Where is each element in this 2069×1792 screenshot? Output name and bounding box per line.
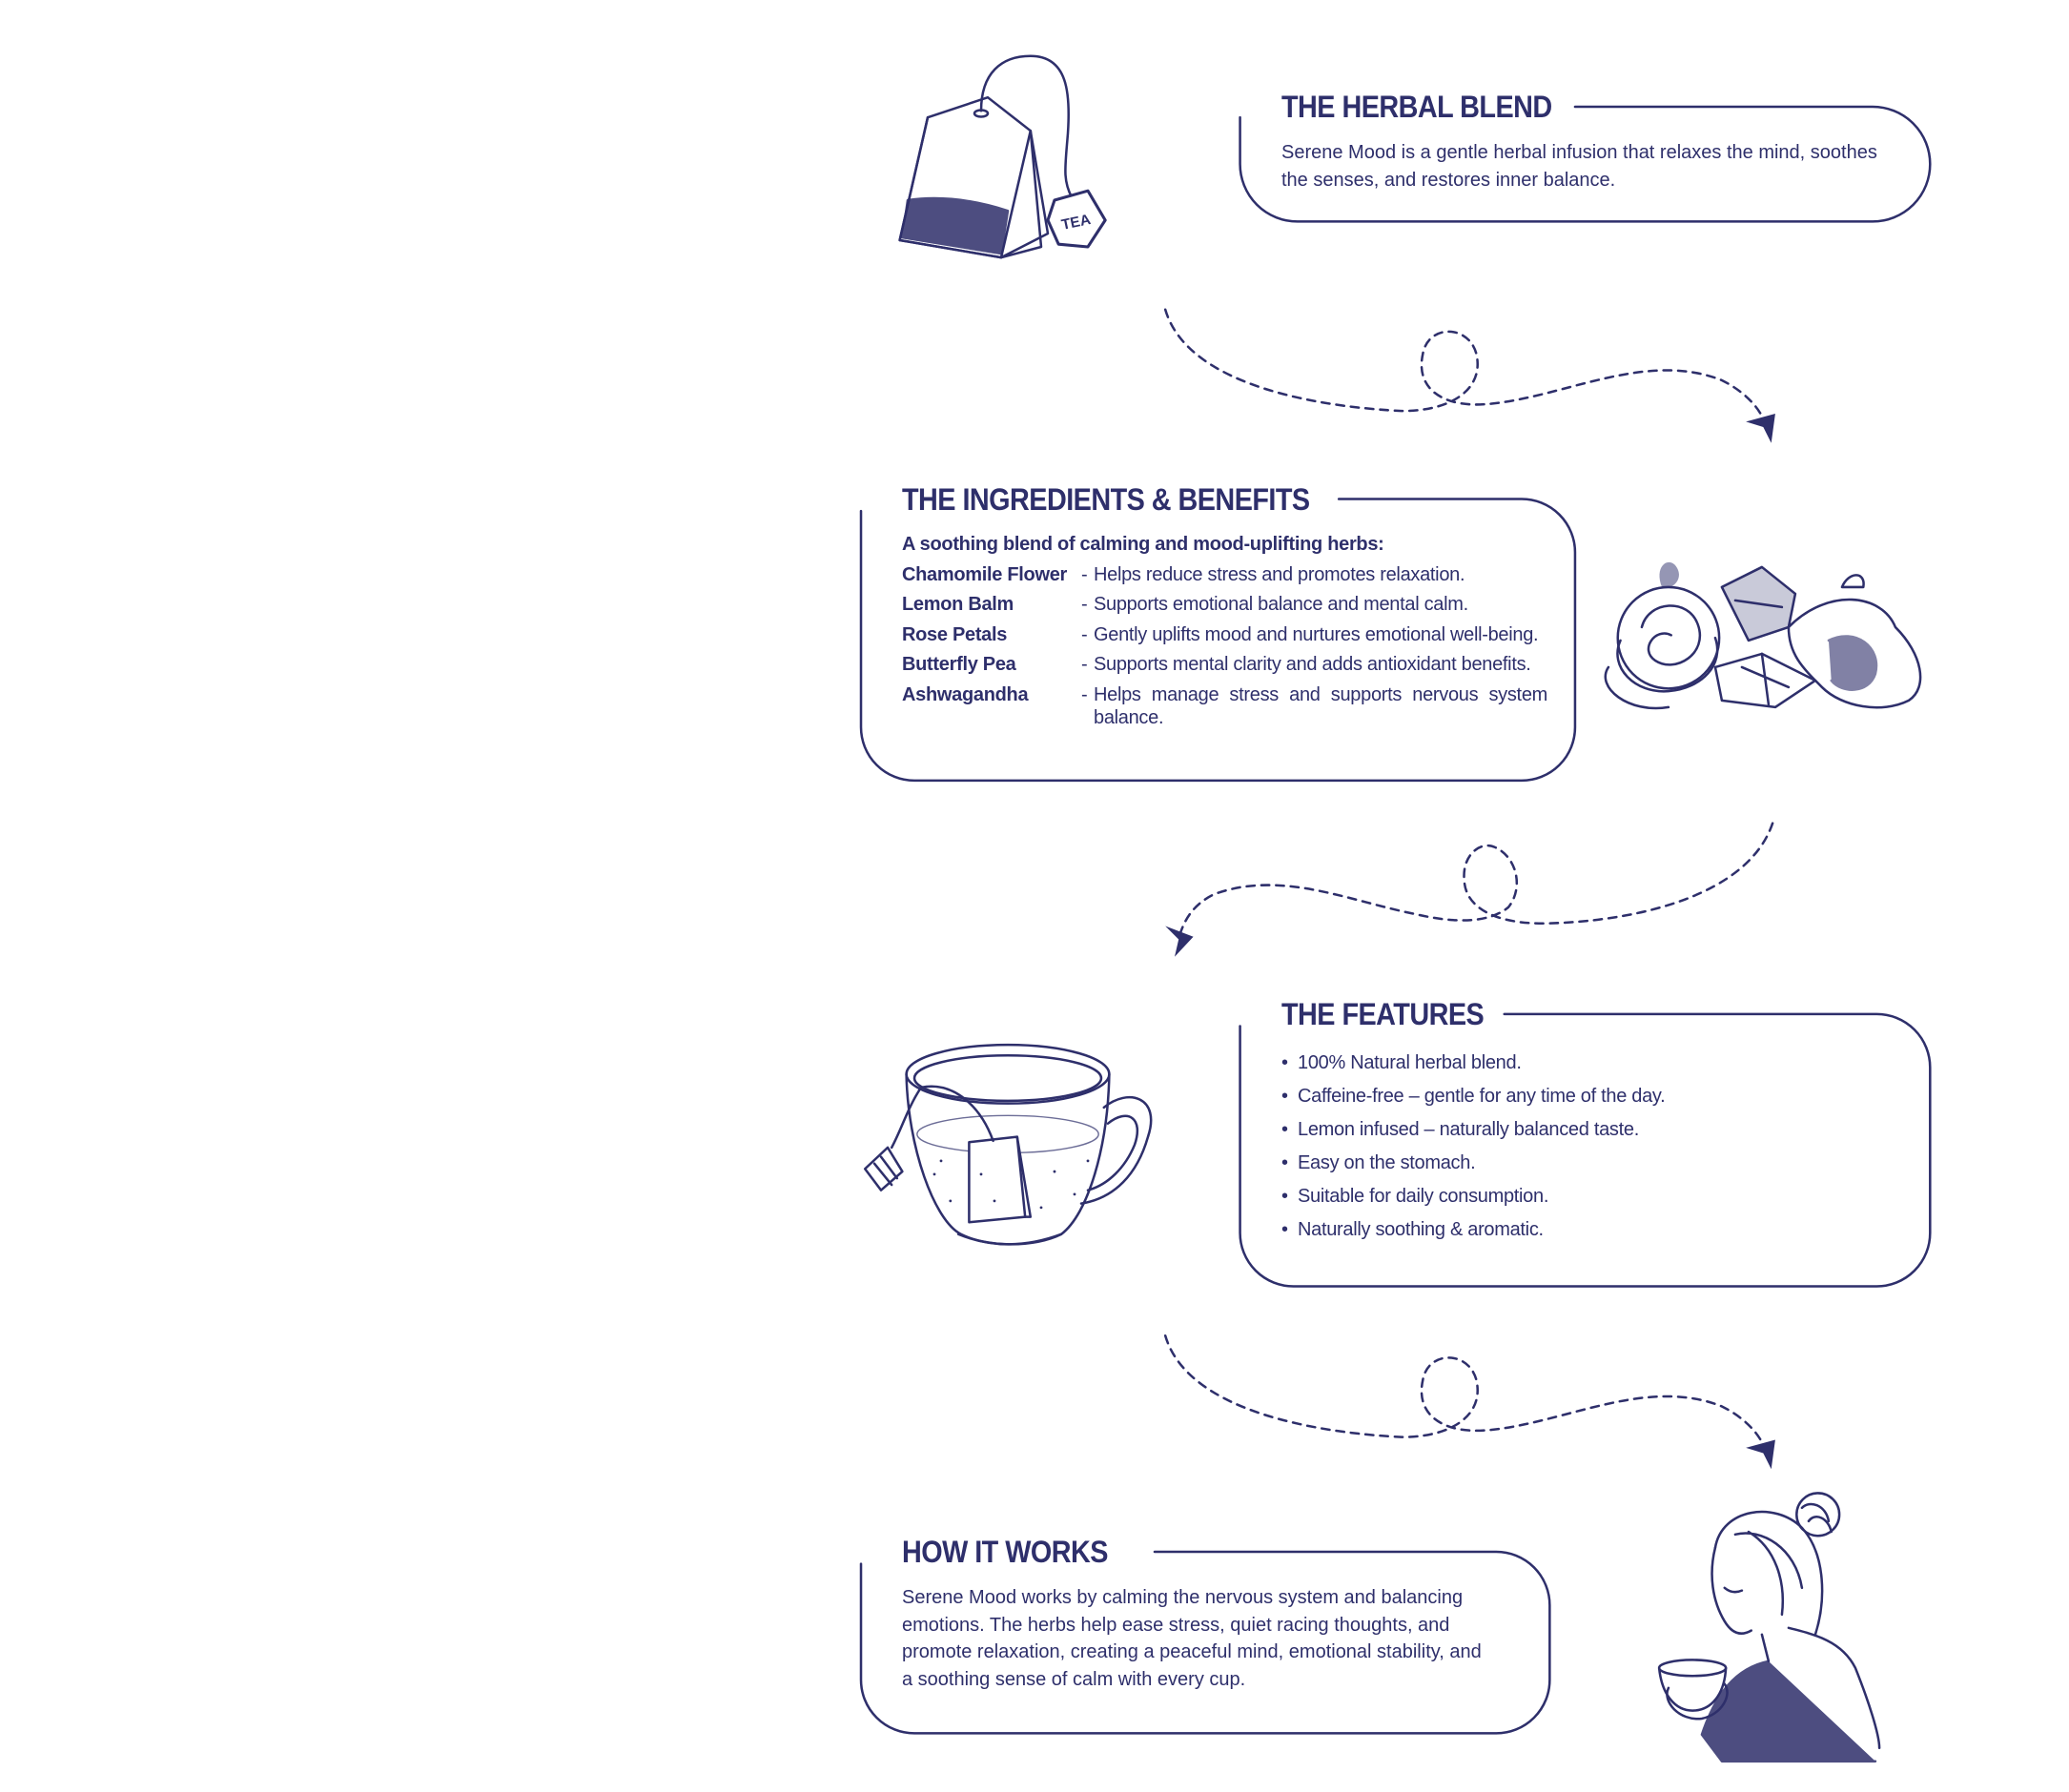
how-it-works-text: Serene Mood works by calming the nervous… — [902, 1584, 1550, 1693]
woman-drinking-tea-icon — [1657, 1492, 1881, 1763]
bullet: • — [1281, 1119, 1288, 1140]
feature-text: Caffeine-free – gentle for any time of t… — [1298, 1086, 1666, 1107]
bullet: • — [1281, 1219, 1288, 1240]
features-list: • 100% Natural herbal blend. • Caffeine-fr… — [1281, 1051, 1911, 1261]
ingredients-box-outline — [859, 498, 1577, 783]
herbal-blend-text: Serene Mood is a gentle herbal infusion … — [1281, 139, 1920, 193]
dash: - — [1081, 564, 1088, 585]
dashed-connector-arrow — [1163, 1334, 1777, 1471]
text-line: promote relaxation, creating a peaceful … — [902, 1641, 1482, 1662]
features-title: THE FEATURES — [1281, 997, 1485, 1031]
feature-text: Lemon infused – naturally balanced taste… — [1298, 1119, 1639, 1140]
tea-cup-icon — [863, 1043, 1153, 1246]
bullet: • — [1281, 1186, 1288, 1207]
how-it-works-box-outline — [859, 1550, 1551, 1735]
ingredient-benefit: Gently uplifts mood and nurtures emotion… — [1094, 624, 1539, 645]
features-box-outline — [1239, 1012, 1932, 1288]
dash: - — [1081, 624, 1088, 645]
ingredient-benefit: Supports mental clarity and adds antioxi… — [1094, 654, 1531, 675]
ingredients-content: A soothing blend of calming and mood-upl… — [902, 533, 1550, 743]
ingredient-benefit: Helps manage stress and supports nervous… — [1094, 684, 1547, 728]
feature-text: Suitable for daily consumption. — [1298, 1186, 1549, 1207]
bullet: • — [1281, 1052, 1288, 1073]
herbal-blend-box-outline — [1239, 105, 1932, 223]
dashed-connector-arrow — [1165, 822, 1774, 957]
bullet: • — [1281, 1152, 1288, 1173]
tea-bag-icon: TEA — [898, 54, 1107, 259]
herbal-blend-title: THE HERBAL BLEND — [1281, 90, 1552, 124]
tea-tag-text: TEA — [1060, 212, 1093, 234]
ingredient-benefit: Helps reduce stress and promotes relaxat… — [1094, 564, 1465, 585]
feature-text: Naturally soothing & aromatic. — [1298, 1219, 1544, 1240]
how-it-works-title: HOW IT WORKS — [902, 1535, 1108, 1569]
dash: - — [1081, 654, 1088, 675]
ingredient-name: Rose Petals — [902, 624, 1008, 645]
ingredients-intro: A soothing blend of calming and mood-upl… — [902, 534, 1384, 555]
feature-text: Easy on the stomach. — [1298, 1152, 1476, 1173]
ingredient-name: Lemon Balm — [902, 594, 1014, 615]
feature-text: 100% Natural herbal blend. — [1298, 1052, 1522, 1073]
text-line: emotions. The herbs help ease stress, qu… — [902, 1614, 1450, 1636]
text-line: a soothing sense of calm with every cup. — [902, 1668, 1246, 1690]
dash: - — [1081, 594, 1088, 615]
ingredient-name: Butterfly Pea — [902, 654, 1016, 675]
flowers-icon — [1604, 561, 1922, 710]
bullet: • — [1281, 1086, 1288, 1107]
dashed-connector-arrow — [1163, 308, 1775, 443]
text-line: Serene Mood is a gentle herbal infusion … — [1281, 142, 1877, 163]
ingredient-name: Ashwagandha — [902, 684, 1029, 705]
ingredient-benefit: Supports emotional balance and mental ca… — [1094, 594, 1468, 615]
text-line: the senses, and restores inner balance. — [1281, 169, 1616, 191]
text-line: Serene Mood works by calming the nervous… — [902, 1587, 1464, 1608]
ingredients-title: THE INGREDIENTS & BENEFITS — [902, 482, 1310, 517]
dash: - — [1081, 684, 1088, 705]
ingredient-name: Chamomile Flower — [902, 564, 1068, 585]
